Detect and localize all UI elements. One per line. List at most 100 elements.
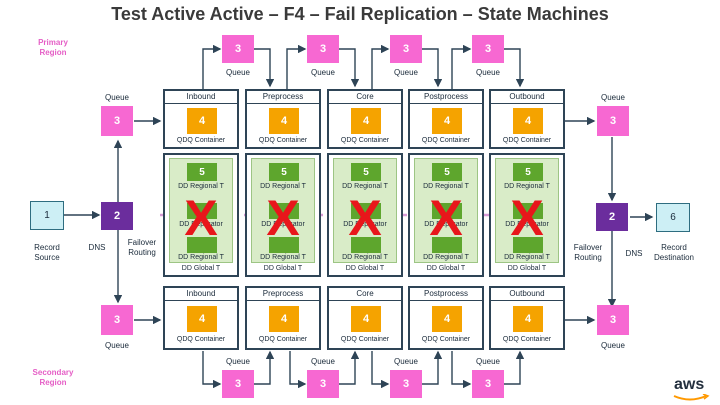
dd-global-label: DD Global T	[181, 265, 221, 272]
stage-title: Inbound	[165, 288, 237, 301]
stage-secondary-outbound: Outbound 4 QDQ Container	[489, 286, 565, 350]
dd-regional-box: 5	[351, 163, 381, 181]
failure-x-mark: X	[348, 190, 382, 246]
dd-regional-box	[269, 237, 299, 253]
stage-primary-postprocess: Postprocess 4 QDQ Container	[408, 89, 484, 149]
stage-primary-preprocess: Preprocess 4 QDQ Container	[245, 89, 321, 149]
dd-regional-box	[187, 237, 217, 253]
dd-replicator-label: DD Replicator	[343, 221, 387, 228]
qdq-container-box: 4	[513, 108, 543, 134]
queue-box: 3	[472, 370, 504, 398]
failure-x-mark: X	[510, 190, 544, 246]
stage-primary-inbound: Inbound 4 QDQ Container	[163, 89, 239, 149]
stage-secondary-core: Core 4 QDQ Container	[327, 286, 403, 350]
queue-label: Queue	[600, 93, 626, 102]
failover-routing-right-label: Failover Routing	[573, 243, 603, 262]
dd-regional-box: 5	[269, 163, 299, 181]
qdq-container-label: QDQ Container	[421, 336, 471, 343]
qdq-container-label: QDQ Container	[421, 137, 471, 144]
queue-label: Queue	[104, 341, 130, 350]
dns-right-box: 2	[596, 203, 628, 231]
dd-regional-box: 5	[187, 163, 217, 181]
dd-regional-label: DD Regional T	[342, 183, 388, 190]
stage-title: Preprocess	[247, 288, 319, 301]
queue-label: Queue	[475, 357, 501, 366]
qdq-container-label: QDQ Container	[502, 137, 552, 144]
queue-label: Queue	[393, 68, 419, 77]
queue-label: Queue	[475, 68, 501, 77]
qdq-container-box: 4	[351, 108, 381, 134]
record-destination-label: Record Destination	[653, 243, 695, 262]
stage-title: Outbound	[491, 288, 563, 301]
failure-x-mark: X	[266, 190, 300, 246]
queue-box: 3	[472, 35, 504, 63]
queue-box: 3	[101, 305, 133, 335]
page-title: Test Active Active – F4 – Fail Replicati…	[111, 4, 609, 24]
failure-x-mark: X	[429, 190, 463, 246]
queue-box: 3	[222, 370, 254, 398]
dd-regional-box	[513, 237, 543, 253]
dd-regional-box	[351, 237, 381, 253]
qdq-container-box: 4	[187, 306, 217, 332]
dd-replicator-box	[351, 203, 381, 219]
dd-regional-label: DD Regional T	[423, 254, 469, 261]
dd-regional-box: 5	[513, 163, 543, 181]
dd-regional-label: DD Regional T	[423, 183, 469, 190]
queue-box: 3	[390, 35, 422, 63]
stage-primary-core: Core 4 QDQ Container	[327, 89, 403, 149]
dd-replicator-label: DD Replicator	[424, 221, 468, 228]
qdq-container-label: QDQ Container	[176, 336, 226, 343]
stage-title: Postprocess	[410, 288, 482, 301]
queue-label: Queue	[104, 93, 130, 102]
dd-replicator-label: DD Replicator	[261, 221, 305, 228]
dd-replicator-box	[432, 203, 462, 219]
dns-right-label: DNS	[625, 249, 643, 258]
dd-replicator-label: DD Replicator	[179, 221, 223, 228]
dd-column: 5 DD Regional T DD Replicator DD Regiona…	[408, 153, 484, 277]
dd-regional-label: DD Regional T	[504, 254, 550, 261]
record-source-box: 1	[30, 201, 64, 230]
queue-box: 3	[597, 305, 629, 335]
dd-column: 5 DD Regional T DD Replicator DD Regiona…	[327, 153, 403, 277]
qdq-container-label: QDQ Container	[340, 137, 390, 144]
dd-global-label: DD Global T	[426, 265, 466, 272]
stage-primary-outbound: Outbound 4 QDQ Container	[489, 89, 565, 149]
dd-regional-label: DD Regional T	[260, 254, 306, 261]
queue-box: 3	[307, 35, 339, 63]
dd-regional-label: DD Regional T	[260, 183, 306, 190]
qdq-container-label: QDQ Container	[258, 336, 308, 343]
qdq-container-box: 4	[432, 108, 462, 134]
aws-logo: aws	[674, 376, 705, 393]
dd-column: 5 DD Regional T DD Replicator DD Regiona…	[163, 153, 239, 277]
stage-title: Preprocess	[247, 91, 319, 104]
qdq-container-box: 4	[513, 306, 543, 332]
primary-region-label: Primary Region	[38, 38, 68, 57]
dd-replicator-box	[269, 203, 299, 219]
queue-label: Queue	[310, 68, 336, 77]
queue-box: 3	[390, 370, 422, 398]
record-source-label: Record Source	[34, 243, 60, 262]
failover-routing-left-label: Failover Routing	[127, 238, 157, 257]
dd-regional-box: 5	[432, 163, 462, 181]
dd-global-label: DD Global T	[345, 265, 385, 272]
qdq-container-box: 4	[432, 306, 462, 332]
stage-title: Inbound	[165, 91, 237, 104]
queue-label: Queue	[600, 341, 626, 350]
qdq-container-label: QDQ Container	[176, 137, 226, 144]
stage-secondary-preprocess: Preprocess 4 QDQ Container	[245, 286, 321, 350]
aws-smile-icon	[673, 394, 710, 401]
qdq-container-box: 4	[269, 108, 299, 134]
failure-x-mark: X	[184, 190, 218, 246]
queue-box: 3	[222, 35, 254, 63]
queue-label: Queue	[310, 357, 336, 366]
dd-regional-label: DD Regional T	[178, 183, 224, 190]
queue-label: Queue	[393, 357, 419, 366]
queue-box: 3	[101, 106, 133, 136]
stage-secondary-postprocess: Postprocess 4 QDQ Container	[408, 286, 484, 350]
queue-box: 3	[597, 106, 629, 136]
stage-title: Core	[329, 288, 401, 301]
dd-regional-label: DD Regional T	[504, 183, 550, 190]
dd-regional-label: DD Regional T	[342, 254, 388, 261]
qdq-container-label: QDQ Container	[258, 137, 308, 144]
dd-regional-box	[432, 237, 462, 253]
